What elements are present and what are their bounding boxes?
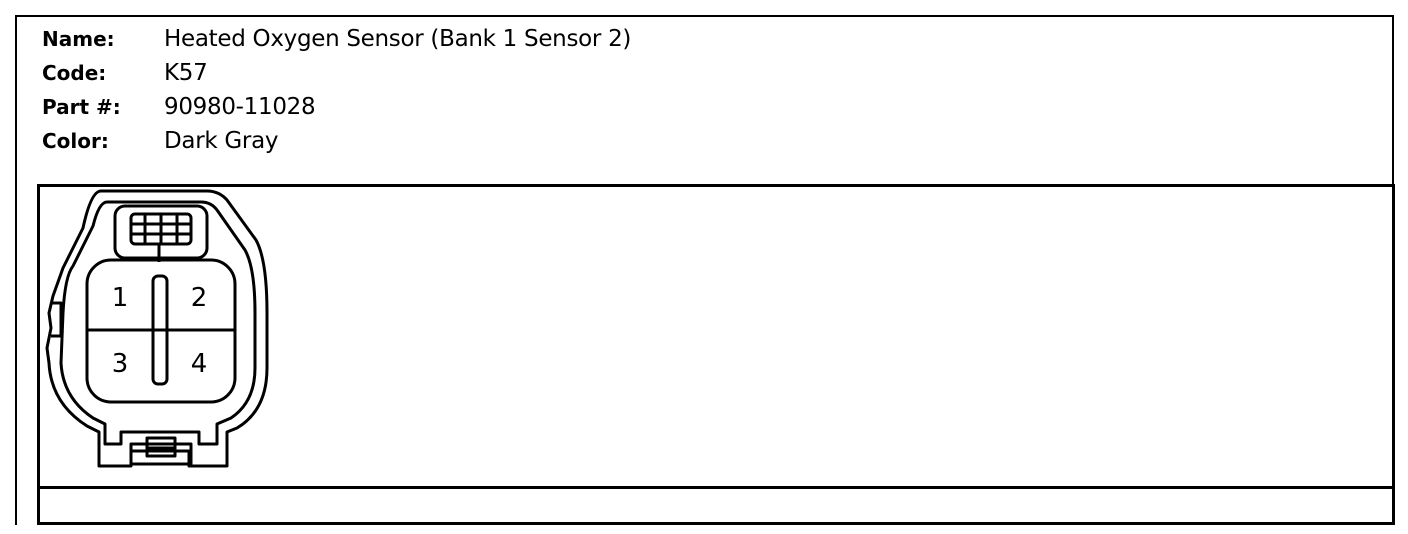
bottom-latch: [129, 442, 193, 466]
code-row: Code: K57: [42, 56, 631, 90]
center-key: [151, 274, 169, 386]
part-number-label: Part #:: [42, 95, 121, 119]
lock-tab-outer: [113, 204, 209, 260]
housing-outline: [45, 189, 269, 468]
part-number-row: Part #: 90980-11028: [42, 90, 631, 124]
housing-inner-outline: [59, 200, 257, 446]
pin-number: 2: [191, 283, 208, 313]
pin-number: 1: [112, 283, 129, 313]
color-value: Dark Gray: [164, 128, 279, 154]
color-label: Color:: [42, 129, 109, 153]
connector-face-diagram: 1 2 3 4: [45, 189, 269, 468]
panel-divider: [40, 486, 1392, 489]
part-number-value: 90980-11028: [164, 94, 316, 120]
pin-number: 4: [191, 349, 208, 379]
code-label: Code:: [42, 61, 107, 85]
code-value: K57: [164, 60, 208, 86]
color-row: Color: Dark Gray: [42, 124, 631, 158]
side-rib: [51, 301, 63, 338]
name-label: Name:: [42, 27, 115, 51]
name-value: Heated Oxygen Sensor (Bank 1 Sensor 2): [164, 26, 632, 52]
pin-number: 3: [112, 349, 129, 379]
connector-info: Name: Heated Oxygen Sensor (Bank 1 Senso…: [42, 22, 631, 158]
name-row: Name: Heated Oxygen Sensor (Bank 1 Senso…: [42, 22, 631, 56]
connector-diagram-panel: 1 2 3 4: [37, 184, 1395, 525]
